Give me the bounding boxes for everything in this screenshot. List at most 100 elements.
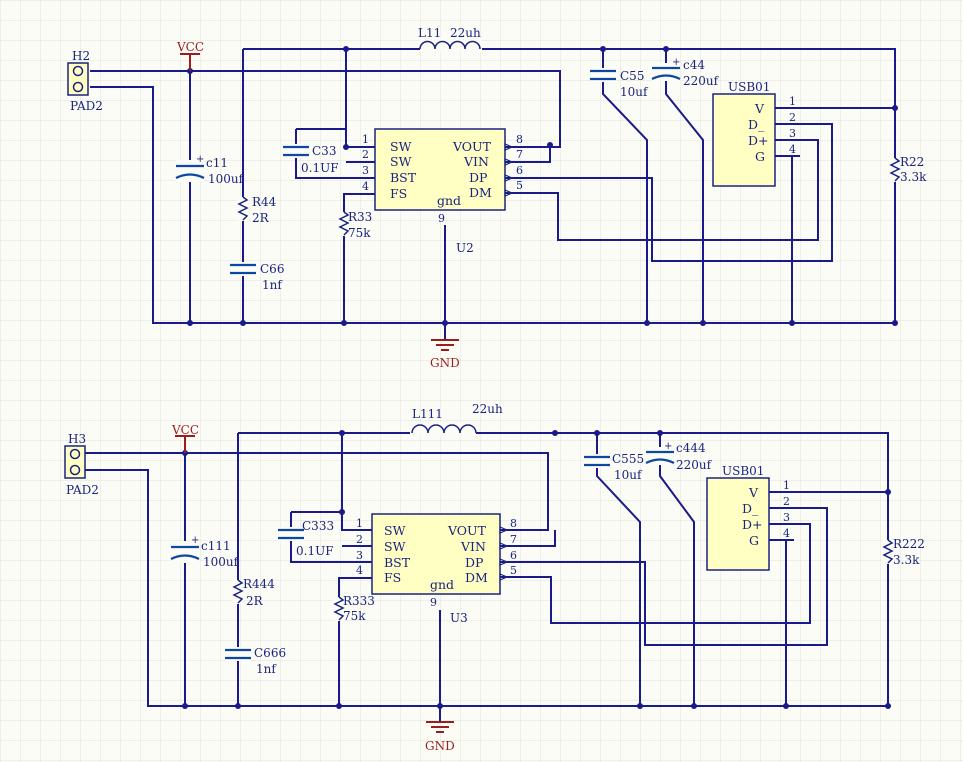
r44-value: 2R xyxy=(252,211,270,225)
pin-name-bst: BST xyxy=(384,555,411,570)
l111-ref: L111 xyxy=(412,407,443,421)
usb-pin-num-2: 2 xyxy=(789,111,796,124)
usb-ref: USB01 xyxy=(722,464,764,478)
l11-value: 22uh xyxy=(450,26,481,40)
c444-ref: c444 xyxy=(676,441,706,455)
c55-ref: C55 xyxy=(620,69,644,83)
pin-name-sw2: SW xyxy=(390,154,412,169)
capacitor-c33: C33 0.1UF xyxy=(283,144,339,175)
inductor-l111: L111 22uh xyxy=(410,402,503,436)
pin-num-2: 2 xyxy=(356,533,363,546)
pin-name-vin: VIN xyxy=(460,539,486,554)
pin-num-8: 8 xyxy=(510,517,517,530)
resistor-r33: R33 75k xyxy=(338,210,372,240)
header-h2: H2 PAD2 xyxy=(67,49,103,113)
pin-num-7: 7 xyxy=(510,533,517,546)
c44-value: 220uf xyxy=(683,74,720,88)
c333-value: 0.1UF xyxy=(296,544,334,558)
pin-num-3: 3 xyxy=(362,164,369,177)
pin-name-dm: DM xyxy=(465,570,488,585)
pin-num-6: 6 xyxy=(516,164,523,177)
pin-name-fs: FS xyxy=(384,570,401,585)
header-ref: H2 xyxy=(72,49,90,63)
resistor-r22: R22 3.3k xyxy=(889,155,927,184)
pin-num-4: 4 xyxy=(362,180,369,193)
circuit-2-wires xyxy=(85,432,889,722)
capacitor-c333: C333 0.1UF xyxy=(278,519,334,558)
header-name: PAD2 xyxy=(70,99,103,113)
gnd-symbol: GND xyxy=(425,721,455,753)
usb-pin-num-3: 3 xyxy=(789,127,796,140)
r444-value: 2R xyxy=(246,594,264,608)
c333-ref: C333 xyxy=(302,519,334,533)
capacitor-c44: + c44 220uf xyxy=(651,57,720,88)
inductor-l11: L11 22uh xyxy=(418,26,482,52)
gnd-label: GND xyxy=(425,739,455,753)
usb-pin-g: G xyxy=(755,149,765,164)
c44-ref: c44 xyxy=(683,58,705,72)
usb-connector: USB01 V D_ D+ G 1 2 3 4 xyxy=(712,80,800,187)
circuit-1: H2 PAD2 VCC + c11 100uf R44 2R xyxy=(67,26,927,370)
svg-text:+: + xyxy=(196,154,204,165)
usb-pin-dplus: D+ xyxy=(748,133,769,148)
gnd-symbol: GND xyxy=(430,339,460,370)
c11-value: 100uf xyxy=(208,172,245,186)
vcc-symbol: VCC xyxy=(171,423,199,453)
pin-name-vin: VIN xyxy=(463,154,489,169)
pin-name-fs: FS xyxy=(390,186,407,201)
pin-name-gnd: gnd xyxy=(437,193,461,208)
header-ref: H3 xyxy=(68,432,86,446)
pin-num-5: 5 xyxy=(516,179,523,192)
circuit-1-junctions xyxy=(187,46,898,326)
ic-u3: 1 2 3 4 SW SW BST FS 8 7 6 5 VOUT VIN DP… xyxy=(356,513,520,625)
usb-pin-dminus: D_ xyxy=(748,117,765,132)
usb-ref: USB01 xyxy=(728,80,770,94)
r33-ref: R33 xyxy=(348,210,372,224)
circuit-2-junctions xyxy=(182,430,891,709)
c555-value: 10uf xyxy=(614,468,643,482)
svg-text:+: + xyxy=(191,535,199,546)
pin-num-4: 4 xyxy=(356,564,363,577)
l11-ref: L11 xyxy=(418,26,441,40)
usb-pin-num-1: 1 xyxy=(789,95,796,108)
usb-pin-dplus: D+ xyxy=(742,517,763,532)
pin-num-1: 1 xyxy=(362,133,369,146)
capacitor-c111: + c111 100uf xyxy=(170,535,240,569)
resistor-r333: R333 75k xyxy=(333,594,375,623)
c66-value: 1nf xyxy=(262,278,283,292)
pin-name-sw2: SW xyxy=(384,539,406,554)
pin-num-6: 6 xyxy=(510,549,517,562)
pin-num-7: 7 xyxy=(516,148,523,161)
capacitor-c444: + c444 220uf xyxy=(645,441,713,472)
capacitor-c555: C555 10uf xyxy=(584,452,644,482)
pin-num-9: 9 xyxy=(430,596,437,609)
c11-ref: c11 xyxy=(206,156,228,170)
resistor-r222: R222 3.3k xyxy=(882,537,925,567)
vcc-label: VCC xyxy=(171,423,199,437)
c555-ref: C555 xyxy=(612,452,644,466)
usb-pin-g: G xyxy=(749,533,759,548)
vcc-symbol: VCC xyxy=(176,40,204,71)
r333-value: 75k xyxy=(343,609,366,623)
circuit-2: H3 PAD2 VCC + c111 100uf R444 2R C666 xyxy=(64,402,925,753)
pin-num-5: 5 xyxy=(510,564,517,577)
usb-pin-num-4: 4 xyxy=(789,143,796,156)
capacitor-c55: C55 10uf xyxy=(590,68,649,99)
c111-ref: c111 xyxy=(201,539,231,553)
c666-ref: C666 xyxy=(254,646,286,660)
pin-name-dm: DM xyxy=(469,185,492,200)
pin-num-9: 9 xyxy=(438,212,445,225)
pin-name-sw1: SW xyxy=(390,139,412,154)
resistor-r44: R44 2R xyxy=(237,195,277,225)
pin-name-gnd: gnd xyxy=(430,577,454,592)
r222-value: 3.3k xyxy=(893,553,920,567)
pin-name-vout: VOUT xyxy=(452,139,492,154)
pin-num-2: 2 xyxy=(362,148,369,161)
gnd-label: GND xyxy=(430,356,460,370)
usb-connector: USB01 V D_ D+ G 1 2 3 4 xyxy=(706,464,794,571)
usb-pin-num-2: 2 xyxy=(783,495,790,508)
r444-ref: R444 xyxy=(243,577,275,591)
ic-u2: 1 2 3 4 SW SW BST FS 8 7 6 5 VOUT VIN DP… xyxy=(360,128,525,255)
